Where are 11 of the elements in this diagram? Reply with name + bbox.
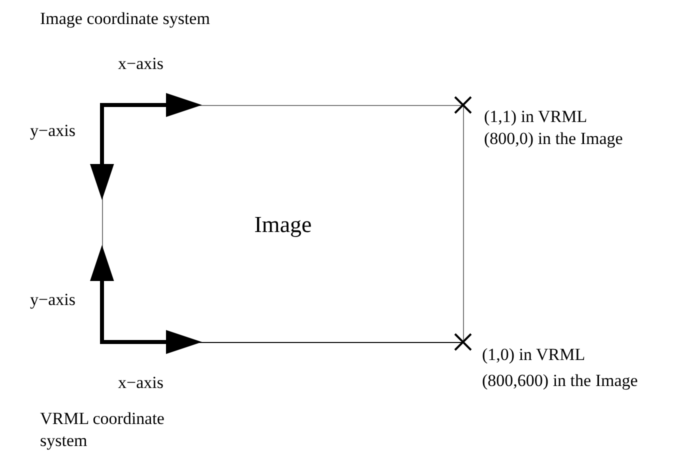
- axis-label: y−axis: [30, 289, 76, 311]
- system-caption: Image coordinate system: [40, 8, 210, 30]
- coordinate-label: (800,600) in the Image: [482, 370, 638, 392]
- axis-label: y−axis: [30, 120, 76, 142]
- coordinate-label: (1,0) in VRML: [482, 344, 586, 366]
- system-caption: VRML coordinate system: [40, 408, 166, 452]
- axis-label: x−axis: [118, 372, 164, 394]
- coordinate-label: (1,1) in VRML: [484, 106, 588, 128]
- coordinate-label: (800,0) in the Image: [484, 128, 623, 150]
- image-label: Image: [253, 212, 313, 238]
- axis-label: x−axis: [118, 53, 164, 75]
